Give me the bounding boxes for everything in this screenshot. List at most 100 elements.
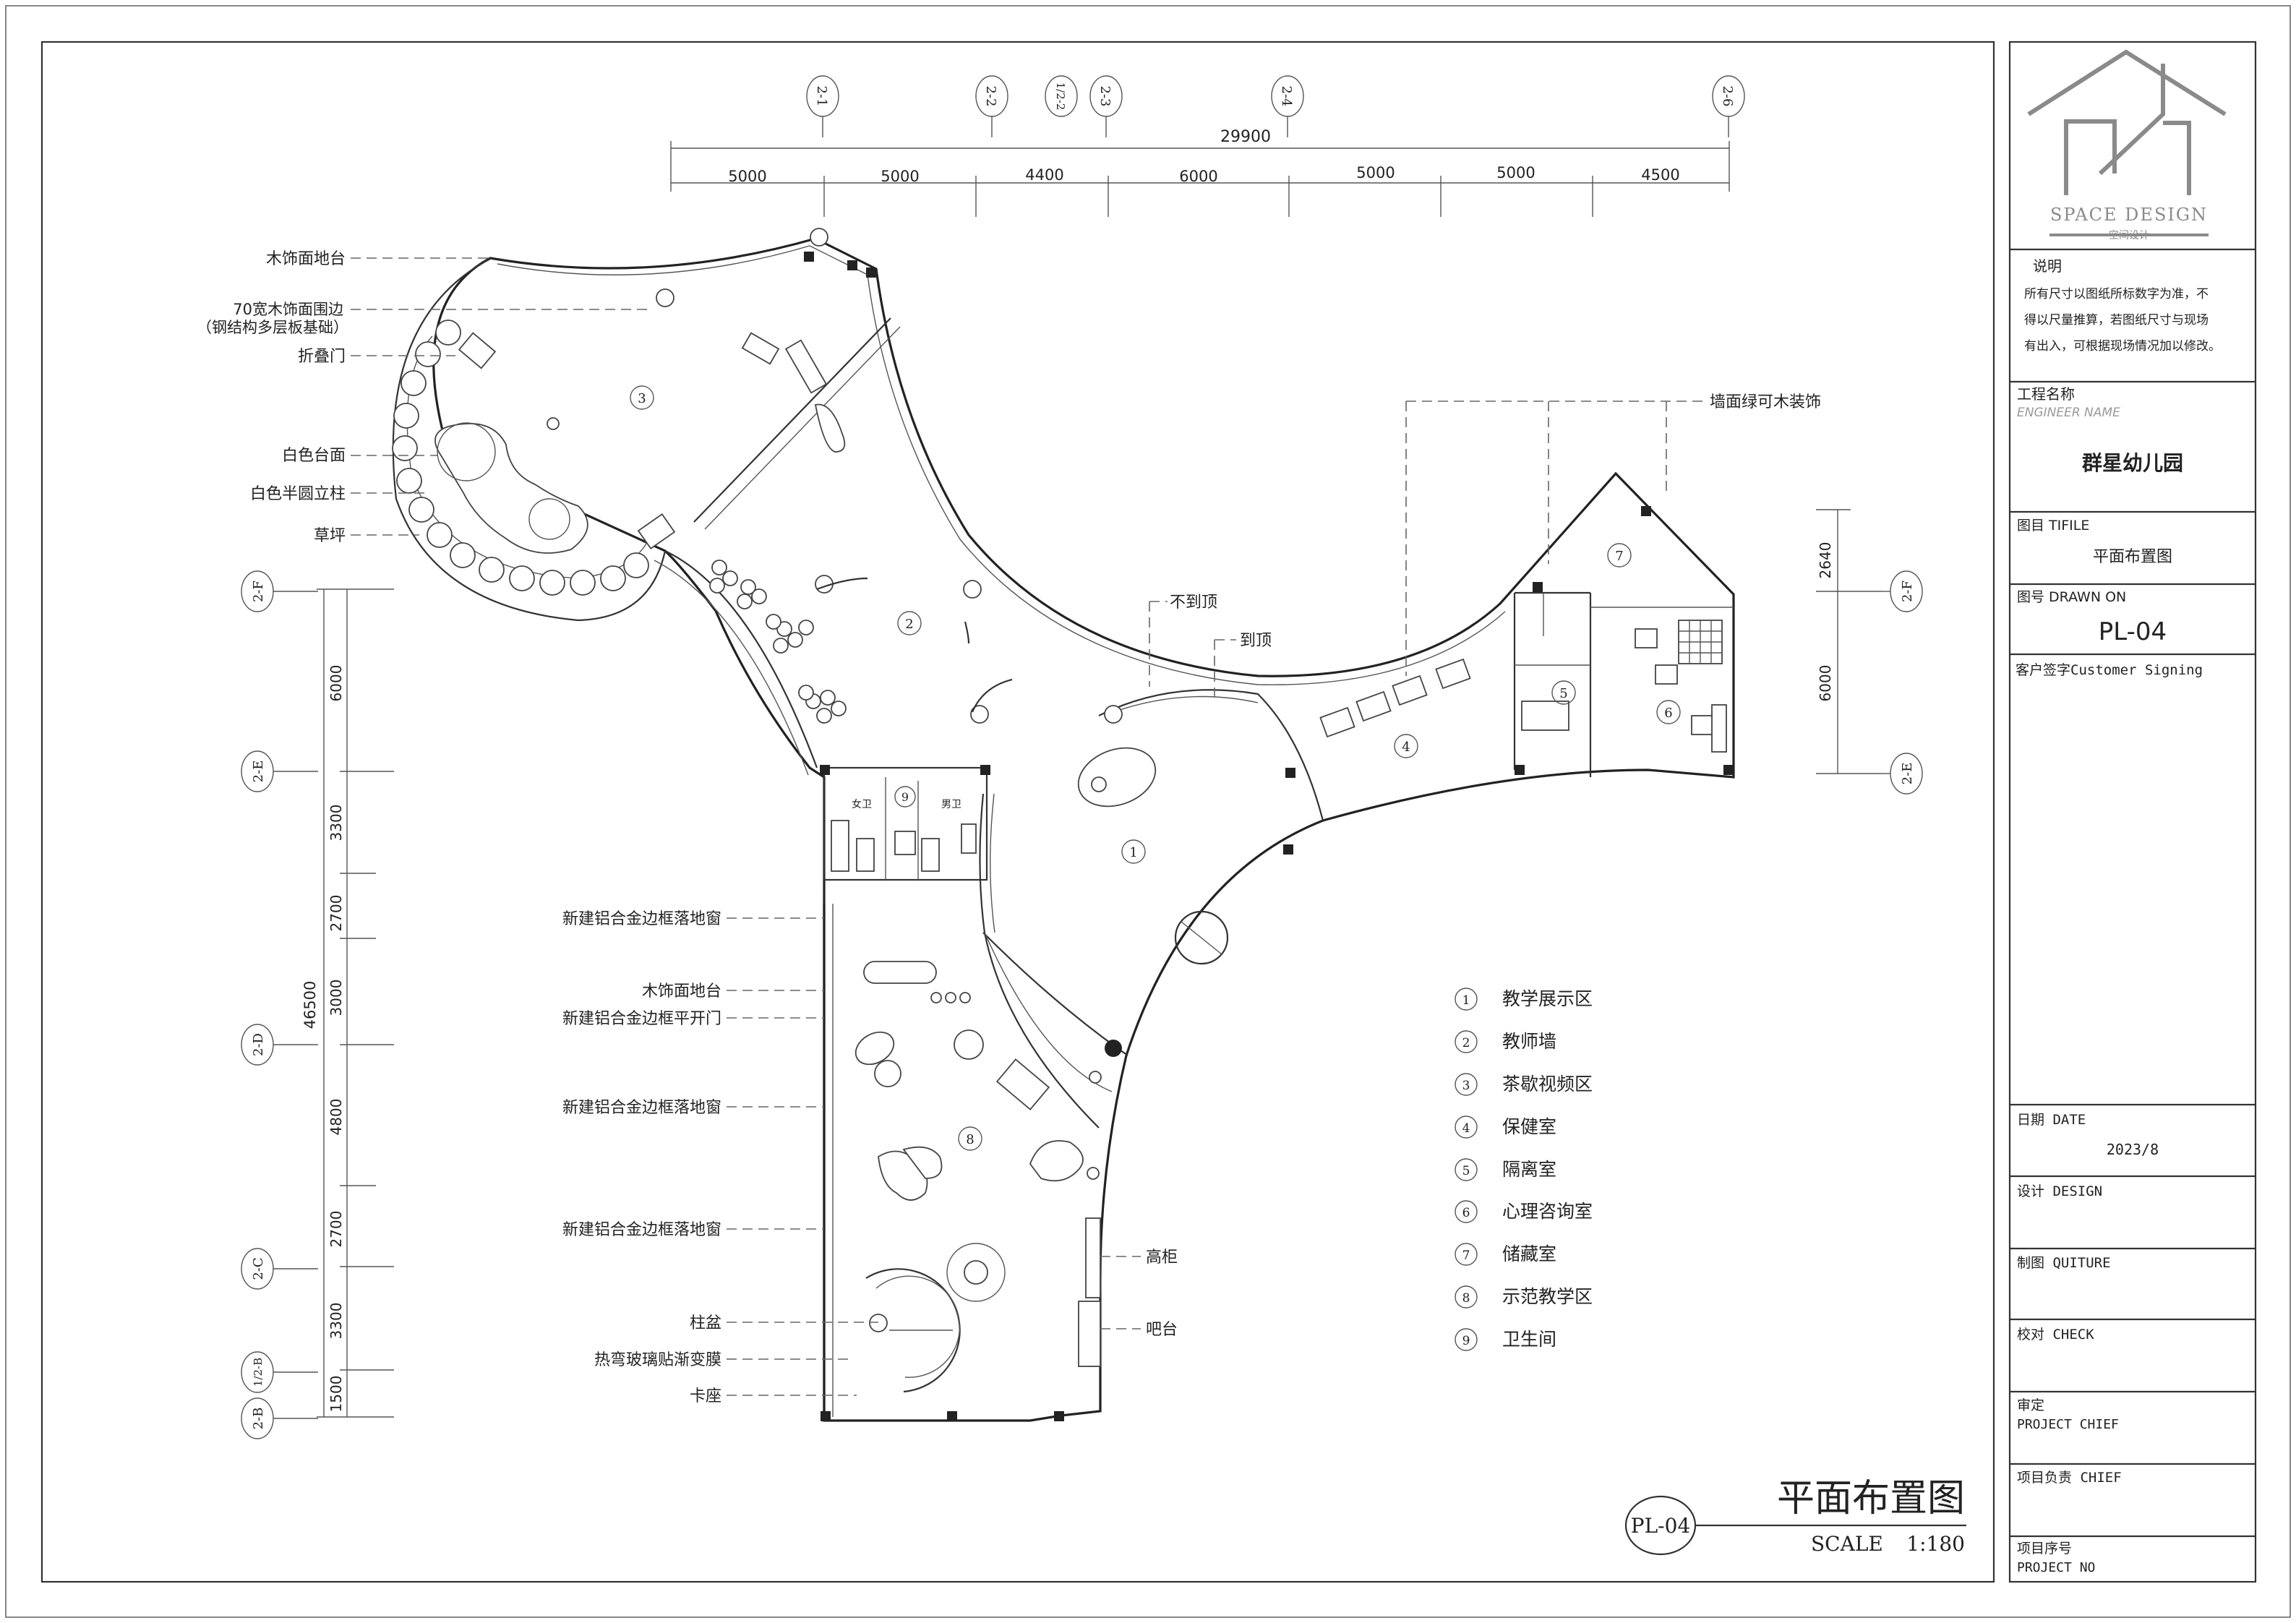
axis-bubble-left-2-C: 2-C [241, 1248, 318, 1290]
svg-text:2-4: 2-4 [1279, 86, 1294, 107]
svg-text:教师墙: 教师墙 [1502, 1031, 1556, 1052]
top-axis-markers: 2-1 2-2 1/2-2 2-3 2-4 2-6 [806, 75, 1745, 137]
lawn-tree-ring [392, 320, 649, 596]
design-label: 设计 DESIGN [2017, 1183, 2102, 1199]
svg-text:2: 2 [905, 617, 913, 632]
toilet-label-male: 男卫 [941, 799, 961, 810]
svg-text:3300: 3300 [327, 1303, 345, 1340]
svg-text:3: 3 [638, 391, 646, 406]
serial-label: 项目序号 [2017, 1541, 2072, 1556]
review-label-en: PROJECT CHIEF [2017, 1417, 2119, 1432]
svg-text:2: 2 [1462, 1036, 1470, 1050]
dim-total-left: 46500 [301, 981, 319, 1029]
dim-top-6: 5000 [1496, 164, 1535, 181]
svg-text:1500: 1500 [327, 1376, 345, 1413]
svg-text:9: 9 [901, 790, 909, 804]
legend-item-2: 2 教师墙 [1455, 1030, 1556, 1053]
dim-right-2: 6000 [1817, 665, 1834, 702]
right-dimension-chain: 2640 6000 2-F 2-E [1816, 509, 1923, 795]
svg-text:折叠门: 折叠门 [298, 348, 346, 366]
svg-text:3000: 3000 [327, 980, 345, 1016]
svg-text:5: 5 [1559, 686, 1567, 701]
legend-item-6: 6 心理咨询室 [1455, 1200, 1593, 1223]
svg-text:3300: 3300 [327, 805, 345, 842]
axis-bubble-left-2-B: 2-B [241, 1397, 318, 1439]
dim-top-4: 6000 [1179, 168, 1217, 185]
notes-line-1: 所有尺寸以图纸所标数字为准，不 [2024, 287, 2209, 301]
svg-text:1/2-2: 1/2-2 [1054, 82, 1067, 111]
axis-bubble-left-2-D: 2-D [241, 1024, 318, 1066]
dim-top-1: 5000 [728, 168, 766, 185]
plan-title: 平面布置图 [1777, 1477, 1965, 1520]
drawing-no: PL-04 [2099, 617, 2167, 646]
dim-right-1: 2640 [1817, 542, 1834, 579]
svg-text:心理咨询室: 心理咨询室 [1502, 1201, 1593, 1222]
logo-text: SPACE DESIGN [2050, 205, 2208, 225]
svg-text:2-6: 2-6 [1720, 86, 1735, 107]
drafting-label: 制图 QUITURE [2017, 1255, 2111, 1271]
client-signing-label: 客户签字Customer Signing [2016, 662, 2203, 678]
left-annotations: 木饰面地台 70宽木饰面围边 （钢结构多层板基础） 折叠门 白色台面 白色半圆立… [197, 250, 878, 1405]
drawing-frame [40, 40, 1995, 1583]
dim-total-top: 29900 [1220, 128, 1271, 146]
svg-text:热弯玻璃贴渐变膜: 热弯玻璃贴渐变膜 [594, 1351, 721, 1369]
plan-furniture [392, 228, 1727, 1393]
drawing-no-label: 图号 DRAWN ON [2017, 589, 2126, 605]
svg-text:白色半圆立柱: 白色半圆立柱 [250, 485, 346, 503]
svg-text:2-D: 2-D [251, 1033, 266, 1056]
svg-text:6: 6 [1462, 1206, 1470, 1220]
axis-bubble-2-2: 2-2 [975, 75, 1008, 137]
legend-item-4: 4 保健室 [1455, 1115, 1556, 1139]
drawing-name: 平面布置图 [2093, 548, 2172, 566]
check-label: 校对 CHECK [2017, 1327, 2094, 1342]
room-marker-9: 9 [894, 786, 916, 808]
svg-text:保健室: 保健室 [1502, 1116, 1556, 1137]
svg-text:1: 1 [1129, 845, 1137, 860]
logo-subtext: 空间设计 [2109, 230, 2149, 241]
svg-text:吧台: 吧台 [1146, 1321, 1178, 1339]
axis-bubble-2-1: 2-1 [806, 75, 839, 137]
axis-bubble-left-2-F: 2-F [241, 570, 318, 612]
room-marker-6: 6 [1656, 700, 1681, 724]
svg-text:2700: 2700 [327, 895, 345, 932]
svg-text:7: 7 [1615, 549, 1623, 564]
svg-text:卡座: 卡座 [690, 1387, 721, 1405]
svg-text:示范教学区: 示范教学区 [1502, 1286, 1593, 1307]
svg-text:新建铝合金边框落地窗: 新建铝合金边框落地窗 [562, 1099, 721, 1117]
notes-title: 说明 [2033, 257, 2062, 275]
svg-text:70宽木饰面围边: 70宽木饰面围边 [233, 301, 343, 318]
svg-text:8: 8 [1462, 1291, 1470, 1306]
room-marker-2: 2 [897, 611, 922, 635]
dim-top-5: 5000 [1356, 164, 1395, 181]
svg-text:高柜: 高柜 [1146, 1249, 1178, 1267]
axis-bubble-left-1-2-B: 1/2-B [241, 1351, 318, 1393]
plan-walls [392, 237, 1735, 1422]
svg-text:木饰面地台: 木饰面地台 [642, 982, 721, 1001]
dim-top-7: 4500 [1641, 166, 1679, 184]
review-label: 审定 [2017, 1397, 2044, 1413]
svg-text:7: 7 [1462, 1249, 1470, 1263]
svg-text:不到顶: 不到顶 [1170, 594, 1217, 612]
date-label: 日期 DATE [2017, 1112, 2086, 1128]
svg-text:3: 3 [1462, 1079, 1470, 1093]
lead-label: 项目负责 CHIEF [2017, 1470, 2122, 1486]
room-marker-8: 8 [958, 1126, 982, 1151]
space-design-logo: SPACE DESIGN 空间设计 [2027, 49, 2227, 241]
outer-frame [5, 5, 2291, 1618]
svg-text:隔离室: 隔离室 [1502, 1159, 1556, 1180]
plan-scale-label: SCALE [1811, 1532, 1883, 1556]
svg-text:2-3: 2-3 [1097, 86, 1113, 107]
svg-text:教学展示区: 教学展示区 [1502, 988, 1593, 1009]
room-marker-5: 5 [1551, 680, 1576, 705]
notes-line-2: 得以尺量推算，若图纸尺寸与现场 [2024, 313, 2209, 327]
legend-item-8: 8 示范教学区 [1455, 1285, 1593, 1309]
svg-text:新建铝合金边框平开门: 新建铝合金边框平开门 [562, 1010, 721, 1028]
dim-top-3: 4400 [1025, 166, 1063, 184]
svg-text:4: 4 [1462, 1121, 1470, 1136]
